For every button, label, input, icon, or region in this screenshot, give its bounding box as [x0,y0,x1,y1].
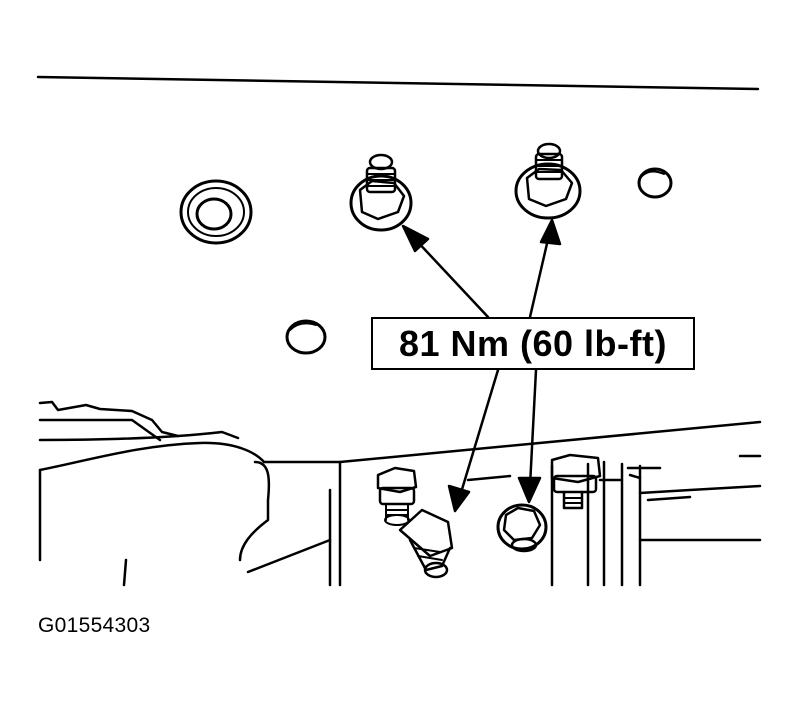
nut-lower-right [496,503,548,553]
figure-id: G01554303 [38,614,151,637]
bolt-lower-left [376,466,418,526]
hole-mid-left [285,319,327,355]
arrowhead-lower-left [447,484,471,513]
washer-large [179,179,253,245]
arrowhead-upper-left [401,224,430,253]
stud-nut-upper-left [349,153,413,232]
crossmember-lower [38,400,762,587]
torque-callout-label: 81 Nm (60 lb-ft) [398,322,668,364]
leader-line-lower-left [458,368,500,498]
hole-upper-right [637,167,673,199]
leader-line-upper-right [528,233,551,319]
stud-nut-upper-right [514,142,582,220]
leader-line-lower-right [528,368,538,488]
leader-line-upper-left [412,236,490,319]
bolt-lower-angled [398,508,454,579]
torque-callout: 81 Nm (60 lb-ft) [371,317,695,370]
arrowhead-upper-right [539,218,562,246]
leader-arrows [401,218,562,513]
panel-top-edge [36,75,760,91]
arrowhead-lower-right [517,476,542,504]
bolt-lower-far-right [550,453,602,510]
